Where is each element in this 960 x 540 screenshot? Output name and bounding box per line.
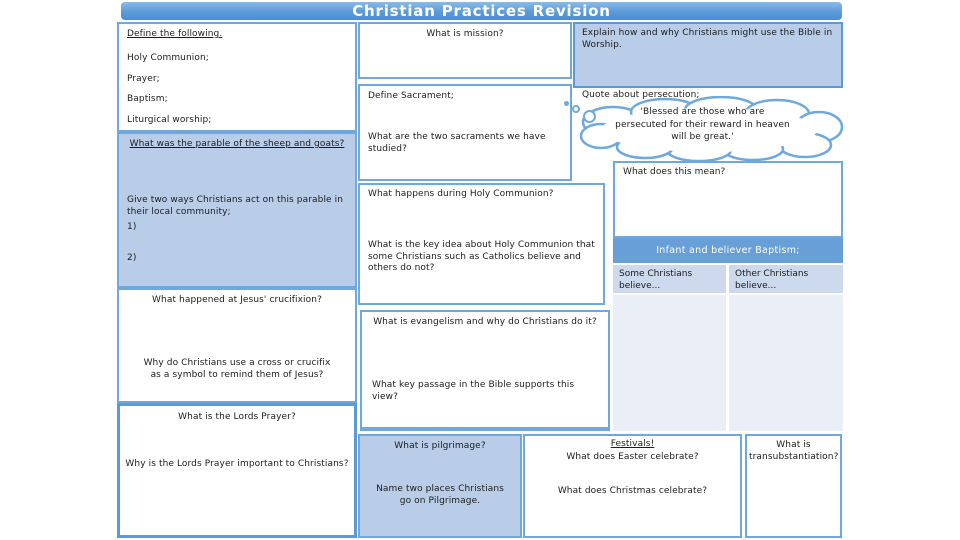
persecution-quote-label: Quote about persecution;	[582, 90, 700, 100]
lords-prayer-box: What is the Lords Prayer? Why is the Lor…	[117, 403, 357, 538]
evangelism-question: What is evangelism and why do Christians…	[373, 317, 597, 327]
sacraments-studied-question: What are the two sacraments we have stud…	[368, 132, 546, 154]
mission-question: What is mission?	[426, 29, 504, 39]
bible-in-worship-question: Explain how and why Christians might use…	[582, 28, 833, 50]
some-christians-body-cell	[613, 295, 726, 431]
festivals-box: Festivals! What does Easter celebrate? W…	[523, 434, 742, 538]
transubstantiation-box: What is transubstantiation?	[745, 434, 842, 538]
key-passage-question: What key passage in the Bible supports t…	[372, 380, 575, 402]
define-heading: Define the following.	[127, 29, 223, 39]
define-item-baptism: Baptism;	[127, 94, 168, 104]
thought-bubble-tail-dot-small	[564, 101, 569, 106]
thought-bubble-tail-dot-medium	[572, 105, 580, 113]
pilgrimage-box: What is pilgrimage? Name two places Chri…	[358, 434, 522, 538]
parable-box: What was the parable of the sheep and go…	[117, 132, 357, 288]
some-christians-header-cell: Some Christians believe...	[613, 265, 726, 293]
define-terms-box: Define the following. Holy Communion; Pr…	[117, 22, 357, 132]
lords-prayer-question: What is the Lords Prayer?	[178, 412, 296, 422]
sacrament-define-question: Define Sacrament;	[368, 91, 454, 101]
some-christians-label: Some Christians believe...	[619, 269, 693, 291]
thought-bubble	[579, 96, 844, 162]
pilgrimage-places-question: Name two places Christians go on Pilgrim…	[376, 484, 504, 506]
baptism-table-header: Infant and believer Baptism;	[613, 238, 843, 263]
lords-prayer-importance-question: Why is the Lords Prayer important to Chr…	[125, 459, 349, 469]
pilgrimage-question: What is pilgrimage?	[394, 441, 486, 451]
parable-point-1: 1)	[127, 222, 137, 232]
evangelism-box: What is evangelism and why do Christians…	[360, 310, 610, 431]
easter-question: What does Easter celebrate?	[566, 452, 699, 462]
christmas-question: What does Christmas celebrate?	[557, 486, 708, 496]
baptism-table-title: Infant and believer Baptism;	[656, 245, 800, 256]
define-item-prayer: Prayer;	[127, 74, 160, 84]
other-christians-label: Other Christians believe...	[735, 269, 809, 291]
title-banner: Christian Practices Revision	[121, 2, 842, 20]
communion-question: What happens during Holy Communion?	[368, 189, 554, 199]
holy-communion-box: What happens during Holy Communion? What…	[358, 183, 605, 305]
define-item-holy-communion: Holy Communion;	[127, 53, 209, 63]
communion-key-idea-question: What is the key idea about Holy Communio…	[368, 240, 595, 273]
crucifixion-box: What happened at Jesus' crucifixion? Why…	[117, 288, 357, 403]
crucifixion-question: What happened at Jesus' crucifixion?	[152, 295, 322, 305]
meaning-question: What does this mean?	[623, 167, 726, 177]
crucifix-symbol-question: Why do Christians use a cross or crucifi…	[143, 358, 331, 380]
parable-question: Give two ways Christians act on this par…	[127, 195, 344, 217]
other-christians-body-cell	[729, 295, 843, 431]
define-item-liturgical-worship: Liturgical worship;	[127, 115, 212, 125]
meaning-box: What does this mean?	[613, 161, 843, 238]
page-title: Christian Practices Revision	[352, 2, 611, 20]
bible-in-worship-box: Explain how and why Christians might use…	[573, 22, 843, 88]
mission-box: What is mission?	[358, 22, 572, 79]
persecution-quote-text: 'Blessed are those who are persecuted fo…	[615, 107, 790, 142]
parable-heading: What was the parable of the sheep and go…	[129, 139, 345, 149]
sacrament-box: Define Sacrament; What are the two sacra…	[358, 84, 572, 181]
transubstantiation-question: What is transubstantiation?	[749, 440, 839, 462]
parable-point-2: 2)	[127, 253, 137, 263]
other-christians-header-cell: Other Christians believe...	[729, 265, 843, 293]
festivals-heading: Festivals!	[610, 439, 655, 449]
thought-bubble-tail-dot-large	[583, 110, 596, 123]
